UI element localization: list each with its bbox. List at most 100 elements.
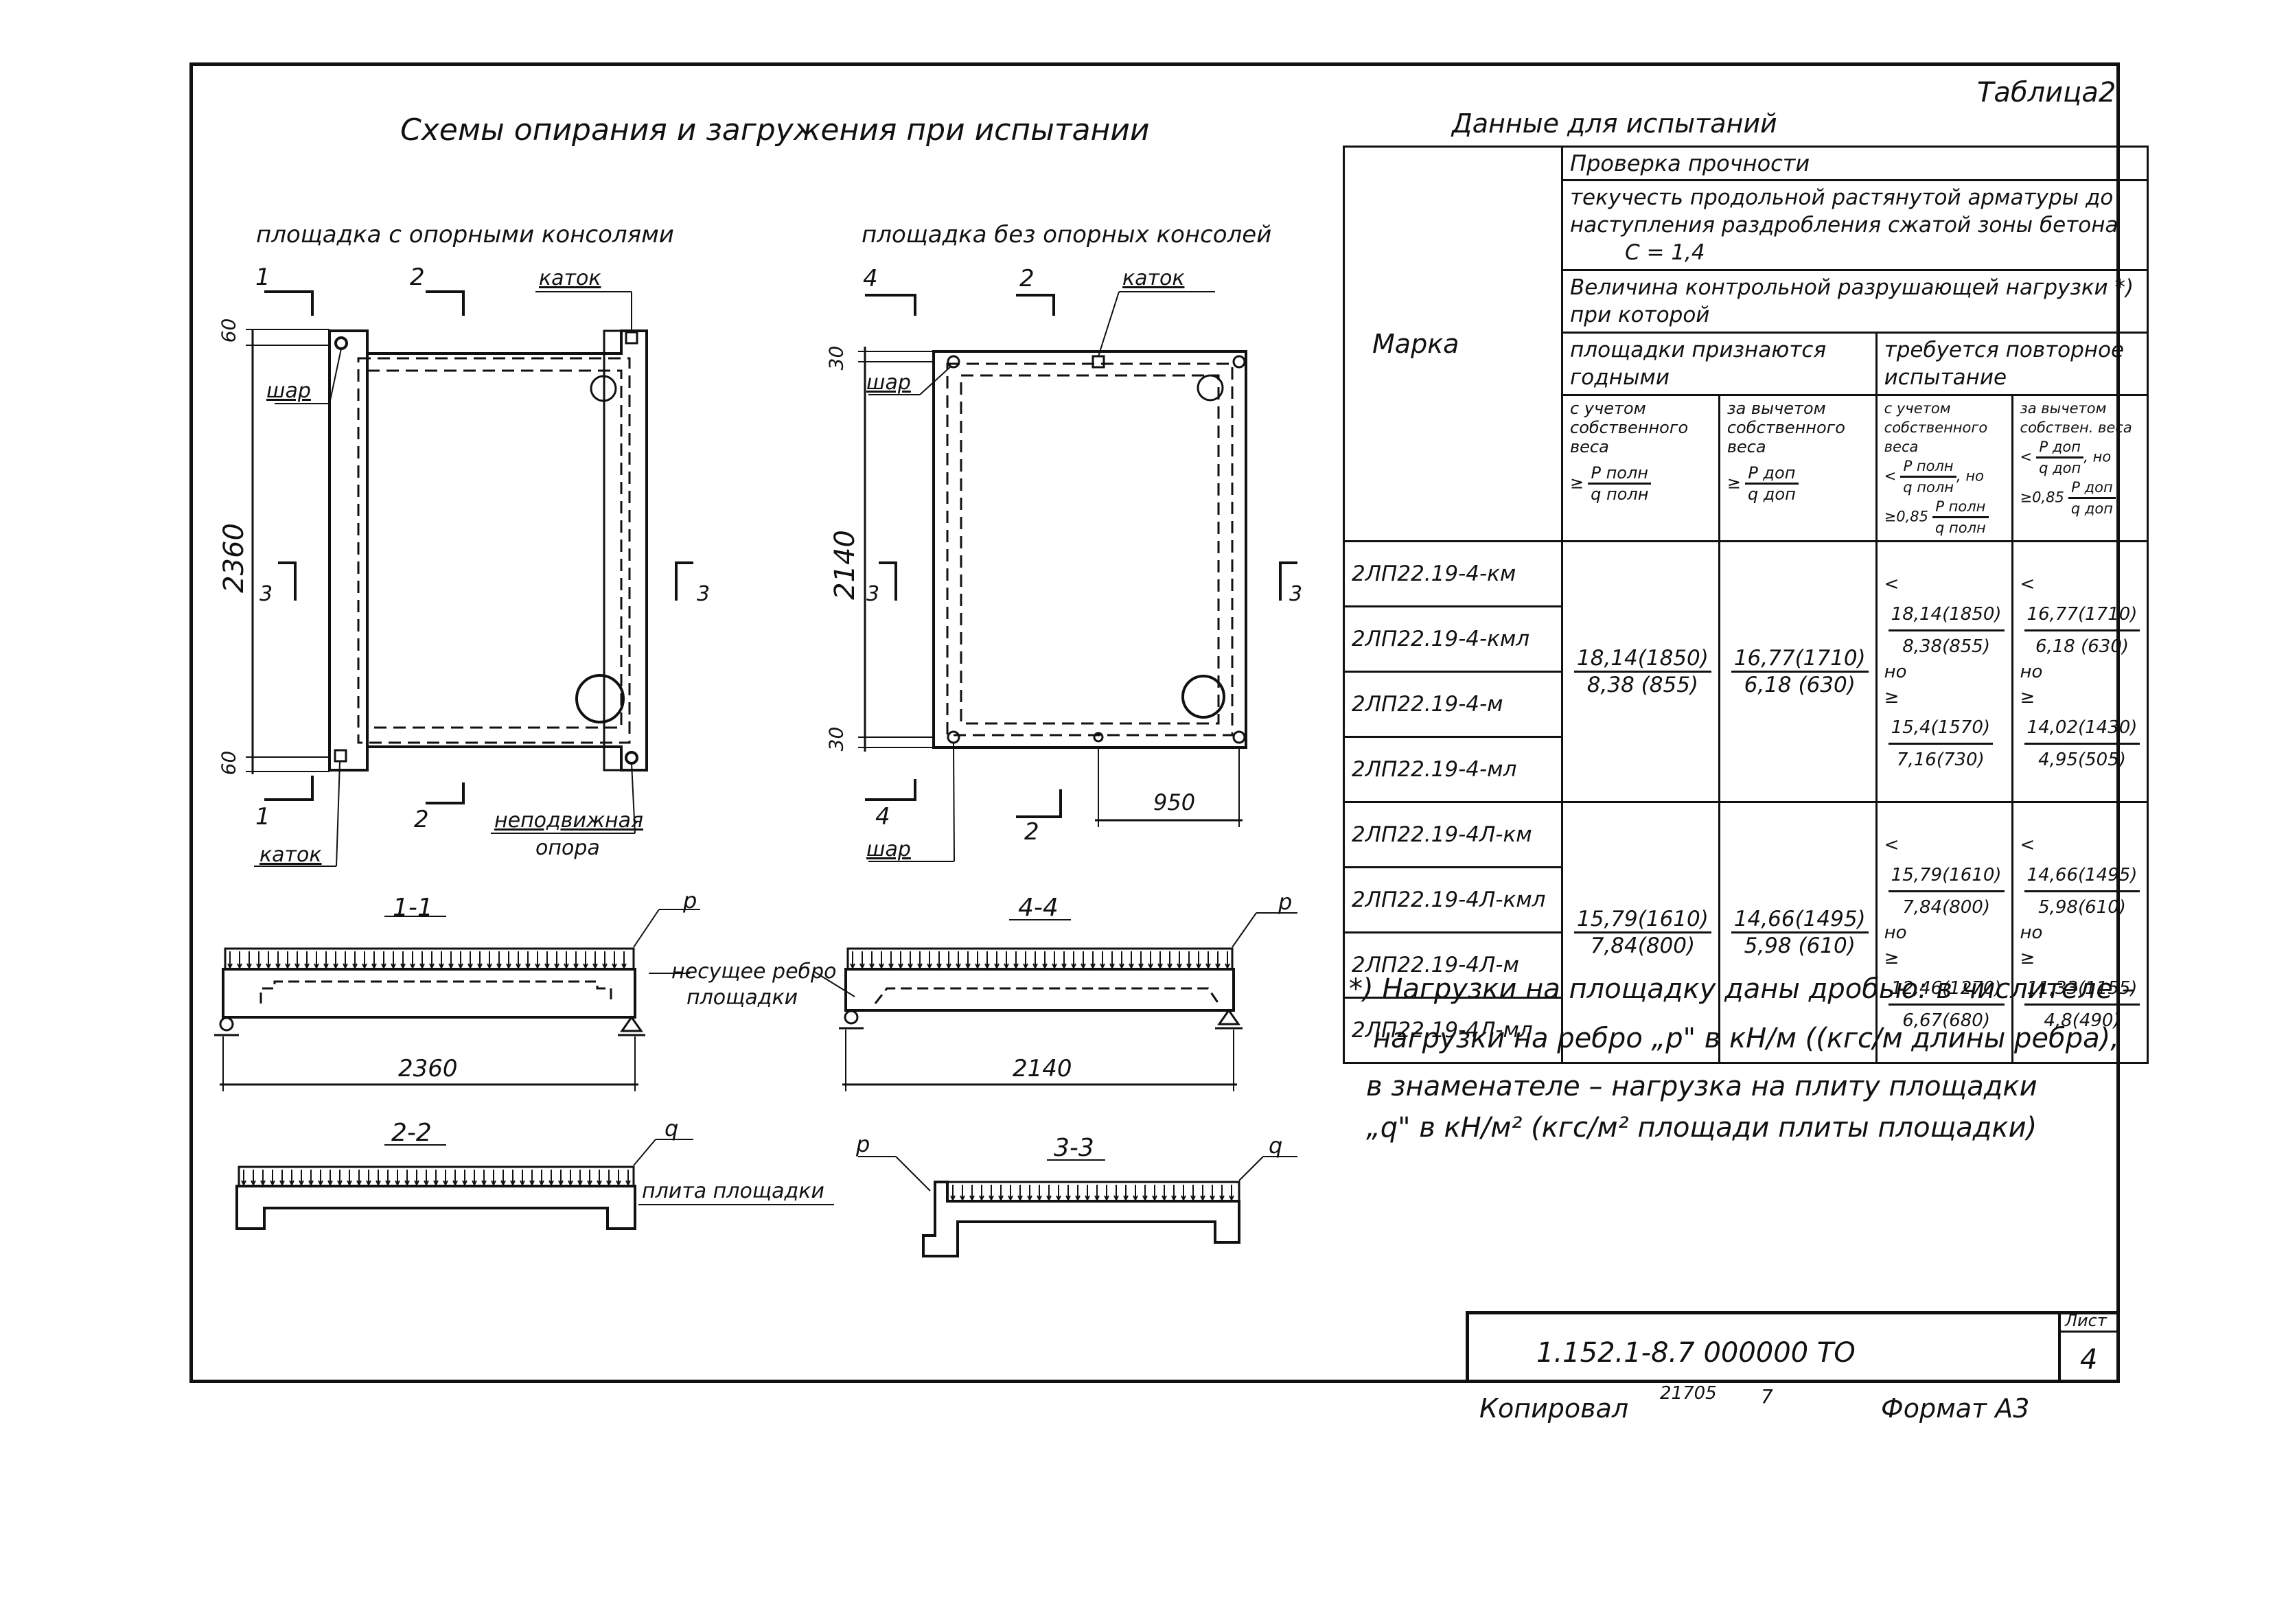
right-cut4-bottom: 4 (875, 803, 890, 831)
g2-c3a-den: 7,84(800) (1902, 896, 1990, 918)
load-arrow-head (1013, 963, 1019, 970)
load-arrow-head (337, 1180, 343, 1187)
load-arrow-head (472, 1180, 477, 1187)
right-dim-top: 30 (824, 345, 848, 371)
g2-c3-no: но (1884, 922, 1907, 943)
section-33-load-q: q (1269, 1133, 1283, 1159)
right-label-ball-top: шар (866, 371, 911, 395)
right-plan-caption: площадка без опорных консолей (862, 221, 1272, 248)
load-arrow-head (1052, 963, 1057, 970)
load-arrow-head (1148, 963, 1153, 970)
load-arrow-head (1171, 1195, 1177, 1202)
load-arrow-head (323, 963, 329, 970)
load-arrow-head (289, 1180, 295, 1187)
copy-number-1: 21705 (1660, 1383, 1717, 1404)
footnote-line-4: „q" в кН/м² (кгс/м² площади плиты площад… (1366, 1112, 2037, 1144)
section-4-4 (813, 912, 1297, 1091)
right-cut4-top: 4 (863, 265, 878, 292)
left-label-roller-top: каток (539, 266, 601, 290)
left-plan-caption: площадка с опорными консолями (256, 221, 674, 248)
load-arrow-head (612, 963, 617, 970)
g1-c3-ge: ≥ (1884, 686, 1899, 708)
load-arrow-head (404, 1180, 410, 1187)
left-dim-bottom: 60 (217, 750, 240, 776)
load-arrow-head (400, 963, 406, 970)
g1-c3b-den: 7,16(730) (1896, 749, 1985, 770)
load-arrow-head (1215, 963, 1221, 970)
load-arrow-head (1042, 963, 1048, 970)
load-arrow-head (1219, 1195, 1225, 1202)
footnote-line-2: нагрузки на ребро „p" в кН/м ((кгс/м дли… (1373, 1023, 2119, 1054)
load-arrow-head (1094, 1195, 1100, 1202)
load-arrow-head (251, 1180, 256, 1187)
load-arrow-head (516, 963, 521, 970)
load-arrow-head (279, 1180, 285, 1187)
load-arrow-head (395, 1180, 400, 1187)
g2-c4b-num: 11,33(1155) (2024, 973, 2140, 1006)
load-arrow-head (256, 963, 262, 970)
test-data-table: Марка Проверка прочности текучесть продо… (1343, 146, 2149, 1064)
g1-c1-num: 18,14(1850) (1574, 646, 1711, 673)
g2-c3b-num: 12,46(1270) (1888, 973, 2005, 1006)
table-row: 2ЛП22.19-4-км 18,14(1850)8,38 (855) 16,7… (1343, 540, 2149, 803)
g1-c1-den: 8,38 (855) (1586, 673, 1699, 697)
col3-den2: q полн (1935, 520, 1986, 536)
load-arrow-head (318, 1180, 323, 1187)
load-arrow-head (500, 1180, 506, 1187)
load-arrow-head (433, 1180, 439, 1187)
load-arrow-head (366, 1180, 371, 1187)
document-code: 1.152.1-8.7 000000 ТО (1536, 1337, 1856, 1369)
left-dim-vertical: 2360 (218, 523, 250, 593)
g1-c2-den: 6,18 (630) (1744, 673, 1856, 697)
load-arrow-head (1037, 1195, 1042, 1202)
load-arrow-head (304, 963, 310, 970)
table-row: 2ЛП22.19-4Л-мл (1343, 997, 2148, 1064)
load-arrow-head (1186, 963, 1192, 970)
left-cut3-left: 3 (259, 582, 273, 606)
load-arrow-head (616, 1180, 621, 1187)
load-arrow-head (1090, 963, 1096, 970)
col2-den: q доп (1747, 485, 1796, 504)
load-arrow-head (950, 1195, 956, 1202)
mark-cell: 2ЛП22.19-4Л-кмл (1343, 866, 1563, 933)
header-yield: текучесть продольной растянутой арматуры… (1560, 179, 2149, 271)
load-arrow-head (327, 1180, 333, 1187)
load-arrows (227, 951, 1234, 1202)
g2-col2: 14,66(1495)5,98 (610) (1718, 801, 1878, 1064)
load-arrow-head (1152, 1195, 1157, 1202)
load-arrow-head (506, 963, 511, 970)
g1-col1: 18,14(1850)8,38 (855) (1561, 540, 1720, 803)
load-arrow-head (270, 1180, 275, 1187)
load-arrow-head (376, 1180, 381, 1187)
section-11-dim: 2360 (398, 1055, 458, 1082)
load-arrow-head (1138, 963, 1144, 970)
load-arrow-head (539, 1180, 544, 1187)
g2-c4b-den: 4,8(490) (2044, 1010, 2121, 1031)
g2-c1-den: 7,84(800) (1590, 933, 1696, 958)
g2-col1: 15,79(1610)7,84(800) (1561, 801, 1720, 1064)
load-arrow-head (260, 1180, 266, 1187)
g2-c1-num: 15,79(1610) (1574, 907, 1711, 933)
col1-den: q полн (1591, 485, 1649, 504)
load-arrow-head (548, 1180, 554, 1187)
load-arrow-head (347, 1180, 352, 1187)
right-label-roller: каток (1122, 266, 1185, 290)
load-arrow-head (1133, 1195, 1138, 1202)
header-suitable: площадки признаются годными (1561, 332, 1878, 396)
g2-c4a-den: 5,98(610) (2038, 896, 2126, 918)
load-arrow-head (448, 963, 454, 970)
load-arrow-head (227, 963, 233, 970)
g1-c3-lt: < (1884, 573, 1899, 594)
col2-num: P доп (1744, 463, 1799, 485)
load-arrow-head (984, 963, 990, 970)
load-arrow-head (1061, 963, 1067, 970)
col4-lt: < (2020, 448, 2033, 465)
right-dim-vertical: 2140 (829, 530, 861, 600)
col4-den: q доп (2039, 460, 2081, 476)
load-arrow-head (299, 1180, 304, 1187)
left-cut2-top: 2 (410, 264, 425, 291)
load-arrow-head (1113, 1195, 1119, 1202)
load-arrow-head (381, 963, 386, 970)
load-arrow-head (1023, 963, 1028, 970)
